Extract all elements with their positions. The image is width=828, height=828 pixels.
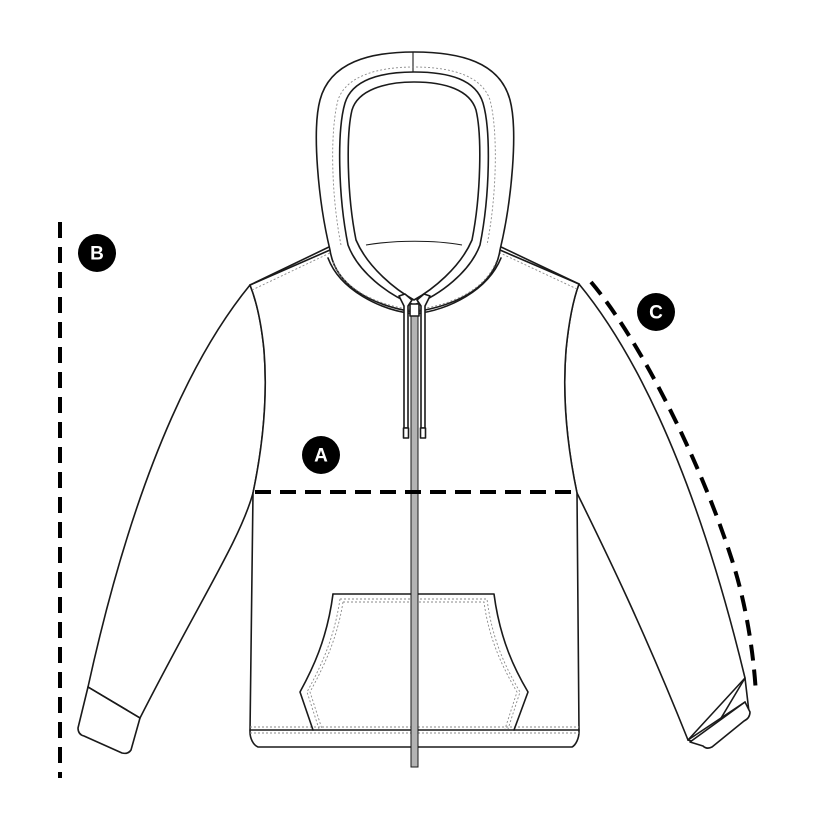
badge-b-label: B bbox=[90, 244, 104, 265]
badge-a-label: A bbox=[314, 446, 328, 467]
zipper bbox=[409, 303, 420, 768]
right-sleeve bbox=[563, 283, 746, 741]
badge-c-label: C bbox=[649, 303, 663, 324]
kangaroo-pocket bbox=[299, 593, 529, 731]
badge-c: C bbox=[637, 293, 675, 331]
measurement-sleeve-length bbox=[589, 280, 758, 695]
left-sleeve bbox=[87, 284, 267, 719]
hood bbox=[315, 51, 515, 315]
badge-b: B bbox=[78, 234, 116, 272]
left-cuff bbox=[77, 686, 141, 755]
right-cuff bbox=[687, 677, 751, 749]
badge-a: A bbox=[302, 436, 340, 474]
drawstrings bbox=[398, 293, 431, 439]
